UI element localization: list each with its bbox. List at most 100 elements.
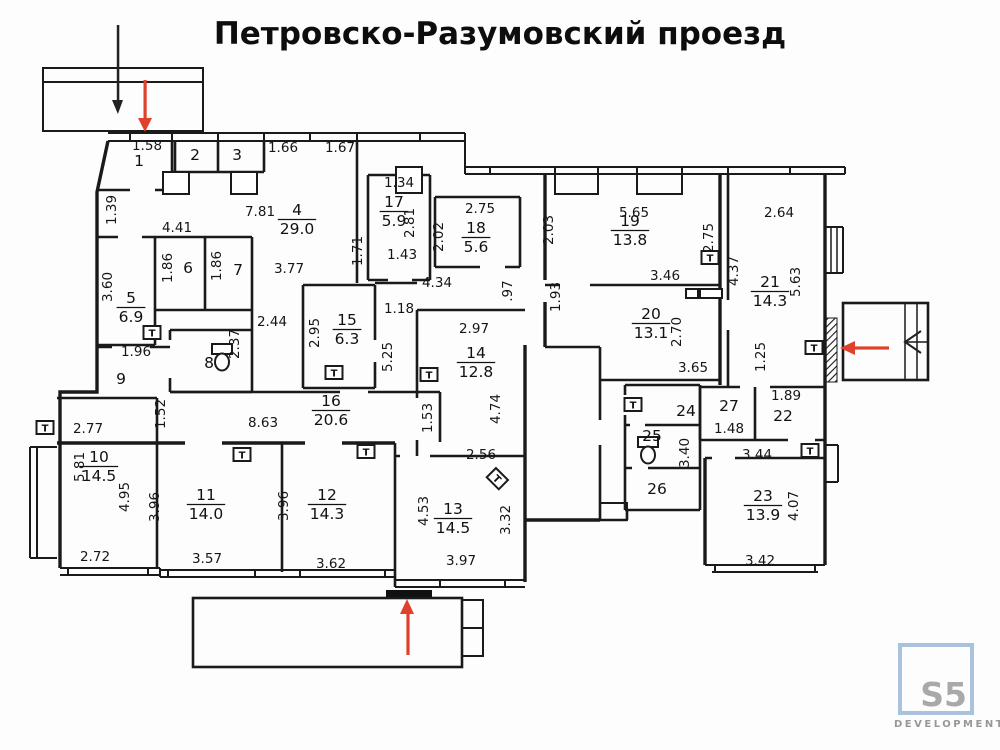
svg-text:T: T [149, 329, 156, 340]
room-area: 20.6 [314, 411, 349, 429]
shaft [162, 171, 190, 195]
dimension-label: 1.67 [325, 140, 355, 156]
dimension-label: 3.46 [650, 268, 680, 284]
room-area: 14.3 [310, 505, 345, 523]
room-label: 26 [647, 480, 667, 498]
dimension-label: 1.48 [714, 421, 744, 437]
room-label: 22 [773, 407, 793, 425]
wall-corridor16-top [170, 390, 442, 442]
room-number: 10 [89, 448, 109, 466]
walls-layer [29, 67, 930, 669]
room-number: 18 [466, 219, 486, 237]
dimension-label: 2.81 [402, 208, 418, 238]
room-number: 1 [134, 152, 144, 170]
room-area: 5.6 [464, 238, 489, 256]
dimension-label: 5.81 [72, 452, 88, 482]
page-title: Петровско-Разумовский проезд [213, 16, 787, 52]
room-number: 5 [126, 289, 136, 307]
room-number: 11 [196, 486, 216, 504]
room-area: 6.3 [335, 330, 360, 348]
balcony-top-left [42, 67, 204, 132]
radiator-icon: T [800, 443, 820, 458]
window-wall-bottom [60, 564, 825, 588]
dimension-label: 8.63 [248, 415, 278, 431]
wall-room18 [433, 195, 522, 269]
dimension-label: 1.66 [268, 140, 298, 156]
door-threshold [386, 590, 432, 597]
dimension-label: 1.43 [387, 247, 417, 263]
dimension-label: 5.25 [380, 342, 396, 372]
dimension-label: .97 [500, 280, 516, 301]
room-area: 13.8 [613, 231, 648, 249]
radiator-icon: T [485, 466, 510, 491]
room-area: 14.5 [436, 519, 471, 537]
room-number: 16 [321, 392, 341, 410]
room-label: 1 [134, 152, 144, 170]
wall-room10 [57, 396, 159, 568]
room-label: 25 [642, 427, 662, 445]
radiator-icon: T [356, 444, 376, 459]
room-label: 9 [116, 370, 126, 388]
room-number: 9 [116, 370, 126, 388]
vent-shaft [699, 288, 723, 299]
wall-room11-12 [280, 443, 397, 587]
dimension-label: 3.60 [100, 272, 116, 302]
dimension-label: 1.18 [384, 301, 414, 317]
room-label: 6 [183, 259, 193, 277]
dimension-label: 2.56 [466, 447, 496, 463]
room-area: 5.9 [382, 212, 407, 230]
dimension-label: 1.71 [350, 236, 366, 266]
radiator-icon: T [419, 367, 439, 382]
room-number: 19 [620, 212, 640, 230]
room-number: 12 [317, 486, 337, 504]
room-area: 12.8 [459, 363, 494, 381]
dimension-label: 1.52 [153, 399, 169, 429]
room-label: 3 [232, 146, 242, 164]
wall-rooms-5-6-7 [97, 235, 254, 347]
room-label: 175.9 [379, 193, 409, 230]
room-number: 3 [232, 146, 242, 164]
wall-hall-outline [600, 510, 629, 522]
dimension-label: 2.77 [73, 421, 103, 437]
dimension-label: 3.40 [677, 438, 693, 468]
room-number: 23 [753, 487, 773, 505]
dimension-label: 1.53 [420, 403, 436, 433]
developer-logo: S5 DEVELOPMENT [894, 643, 1000, 730]
wall-rooms-24-25-26 [623, 383, 702, 512]
room-number: 15 [337, 311, 357, 329]
svg-text:T: T [807, 447, 814, 458]
wall-rooms-2-3 [170, 141, 266, 174]
wall-rooms-27-22 [698, 385, 825, 442]
dimension-label: 2.75 [701, 223, 717, 253]
entrance-arrow-red-top [138, 80, 152, 132]
dimension-label: 3.42 [745, 553, 775, 569]
dimension-label: 4.53 [416, 496, 432, 526]
bay-window-right [825, 226, 844, 483]
room-number: 21 [760, 273, 780, 291]
porch-step [599, 502, 628, 521]
room-area: 13.9 [746, 506, 781, 524]
toilet-icon [211, 343, 233, 372]
radiator-icon: T [232, 447, 252, 462]
dimension-label: 4.34 [422, 275, 452, 291]
dimension-label: 3.44 [742, 447, 772, 463]
room-number: 22 [773, 407, 793, 425]
dimension-label: 3.77 [274, 261, 304, 277]
dimension-label: 4.95 [117, 482, 133, 512]
wall-room15 [301, 283, 377, 390]
room-number: 13 [443, 500, 463, 518]
room-label: 429.0 [277, 201, 317, 238]
radiator-icon: T [700, 250, 720, 265]
room-label: 24 [676, 402, 696, 420]
logo-frame: S5 [898, 643, 974, 715]
logo-mark: S5 [920, 675, 967, 714]
dimension-label: 2.72 [80, 549, 110, 565]
room-number: 20 [641, 305, 661, 323]
dimension-label: 2.44 [257, 314, 287, 330]
